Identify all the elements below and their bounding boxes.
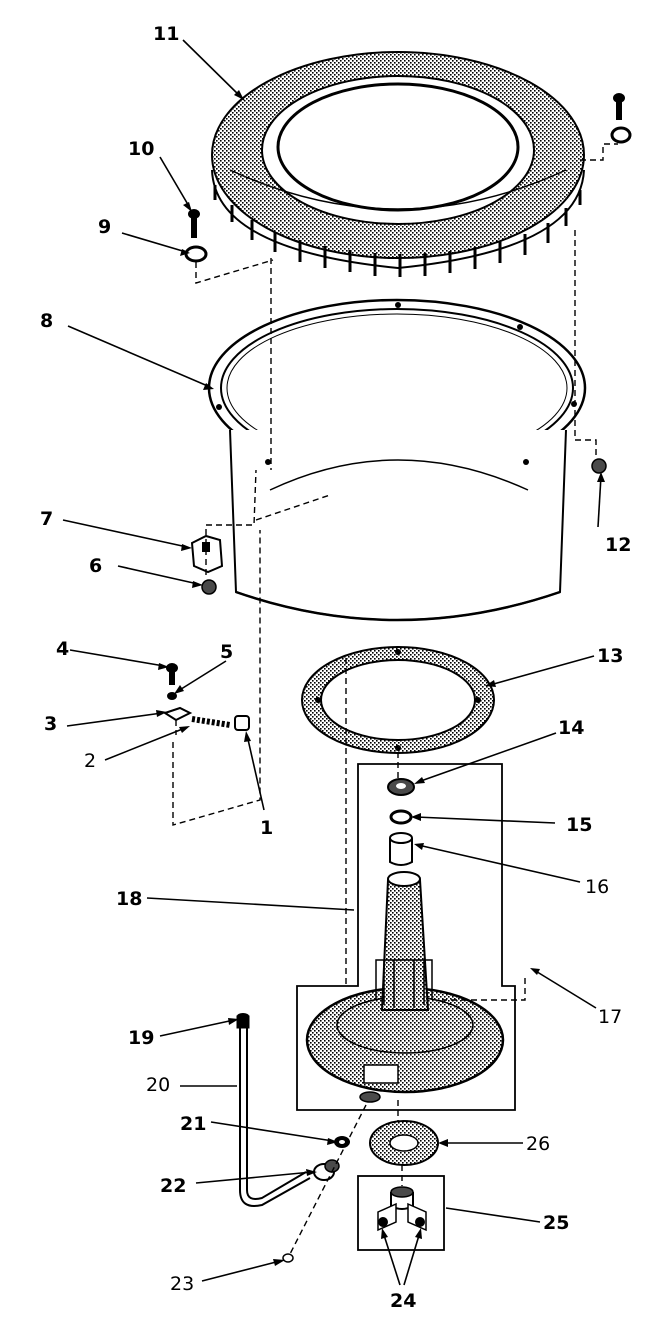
rubber-bumper-part xyxy=(234,715,250,731)
callout-12: 12 xyxy=(605,534,631,556)
hose-fitting-part xyxy=(313,1159,340,1181)
callout-7: 7 xyxy=(40,508,53,530)
callout-labels: 11 10 9 8 7 6 12 4 5 3 2 1 13 14 15 16 1… xyxy=(40,23,631,1312)
callout-6: 6 xyxy=(89,555,102,577)
right-washer-part xyxy=(610,126,632,144)
callout-18: 18 xyxy=(116,888,142,910)
callout-13: 13 xyxy=(597,645,623,667)
callout-2: 2 xyxy=(84,750,96,772)
callout-11: 11 xyxy=(153,23,179,45)
bracket-part xyxy=(162,706,193,722)
hose-cap-part xyxy=(236,1013,250,1029)
right-screw-part xyxy=(613,93,625,120)
callout-9: 9 xyxy=(98,216,111,238)
callout-1: 1 xyxy=(260,817,273,839)
nut-part xyxy=(591,458,607,474)
washer-part xyxy=(389,809,413,825)
bushing-part xyxy=(389,832,413,866)
small-screw-part xyxy=(166,663,178,685)
seal-part xyxy=(387,778,415,796)
callout-3: 3 xyxy=(44,713,57,735)
tub-support-part xyxy=(296,763,516,1111)
callout-25: 25 xyxy=(543,1212,569,1234)
callout-20: 20 xyxy=(146,1074,170,1096)
grommet-part xyxy=(369,1120,439,1166)
callout-26: 26 xyxy=(526,1133,550,1155)
clip-part xyxy=(190,534,224,574)
washer-top-part xyxy=(184,245,208,263)
screw-pair-part xyxy=(378,1217,425,1227)
callout-22: 22 xyxy=(160,1175,186,1197)
callout-19: 19 xyxy=(128,1027,154,1049)
gasket-part xyxy=(301,646,495,754)
clip-nut-part xyxy=(201,579,217,595)
callout-17: 17 xyxy=(598,1006,622,1028)
spring-part xyxy=(191,716,231,728)
callout-5: 5 xyxy=(220,641,233,663)
callout-21: 21 xyxy=(180,1113,206,1135)
callout-24: 24 xyxy=(390,1290,416,1312)
callout-4: 4 xyxy=(56,638,69,660)
hose-tube-part xyxy=(239,1028,311,1207)
assembly-lines xyxy=(172,143,618,1255)
lock-washer-part xyxy=(167,692,177,700)
leader-lines xyxy=(62,39,605,1286)
nut-bracket-part xyxy=(357,1175,445,1251)
hose-screw-part xyxy=(282,1253,294,1263)
callout-23: 23 xyxy=(170,1273,194,1295)
callout-15: 15 xyxy=(566,814,592,836)
callout-8: 8 xyxy=(40,310,53,332)
callout-16: 16 xyxy=(585,876,609,898)
outer-tub-part xyxy=(207,298,587,622)
callout-14: 14 xyxy=(558,717,584,739)
tub-ring-part xyxy=(211,51,585,277)
callout-10: 10 xyxy=(128,138,154,160)
screw-part xyxy=(188,209,200,238)
